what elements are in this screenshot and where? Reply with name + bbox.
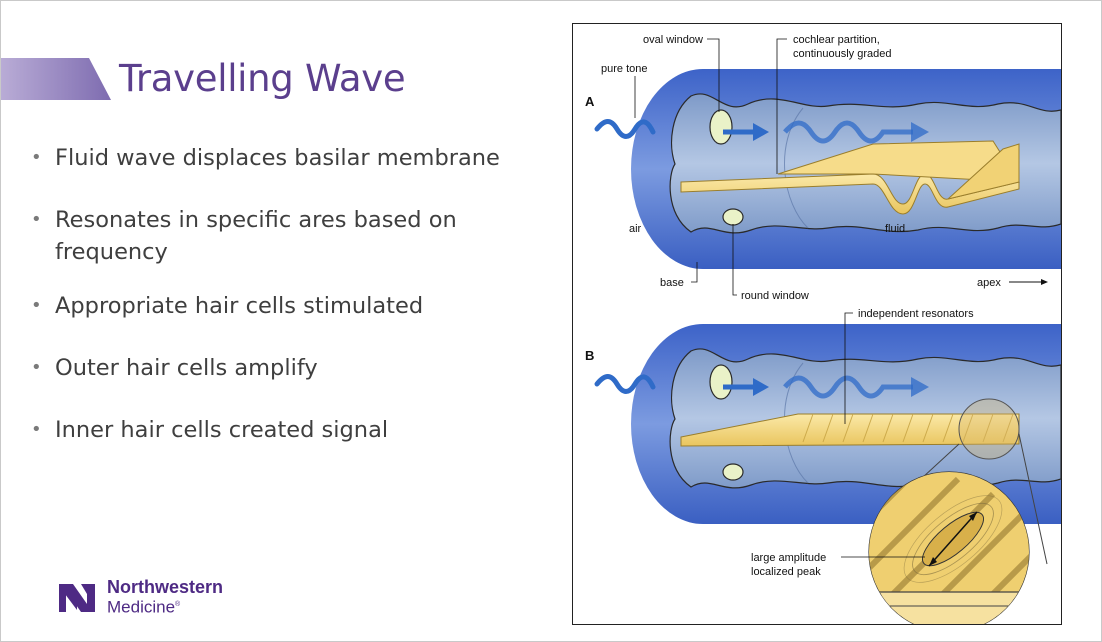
pure-tone-wave-b bbox=[594, 374, 656, 394]
resonator-stripes bbox=[802, 413, 1014, 443]
panel-a: A pure tone oval window cochlear partiti… bbox=[585, 34, 1061, 302]
round-window-icon bbox=[722, 463, 744, 481]
zoom-source-circle bbox=[958, 398, 1020, 460]
nm-logo-icon bbox=[59, 584, 95, 613]
label-air: air bbox=[629, 223, 642, 235]
bullet-item: Fluid wave displaces basilar membrane bbox=[31, 142, 541, 174]
panel-b bbox=[594, 324, 1061, 524]
label-cochlear-partition-line1: cochlear partition, bbox=[793, 34, 880, 46]
oval-window-icon bbox=[709, 109, 733, 145]
label-independent-resonators: independent resonators bbox=[858, 308, 974, 320]
title-accent-band bbox=[1, 58, 111, 100]
bullet-list: Fluid wave displaces basilar membrane Re… bbox=[31, 142, 541, 476]
label-pure-tone: pure tone bbox=[601, 63, 647, 75]
label-fluid: fluid bbox=[885, 223, 905, 235]
panel-a-label: A bbox=[585, 94, 595, 109]
label-apex: apex bbox=[977, 277, 1001, 289]
oval-window-icon bbox=[709, 364, 733, 400]
bullet-item: Inner hair cells created signal bbox=[31, 414, 541, 446]
round-window-icon bbox=[722, 208, 744, 226]
pure-tone-wave-a bbox=[594, 119, 656, 139]
label-localized-peak: localized peak bbox=[751, 566, 821, 578]
bullet-item: Outer hair cells amplify bbox=[31, 352, 541, 384]
zoom-inset bbox=[868, 471, 1030, 624]
label-cochlear-partition-line2: continuously graded bbox=[793, 48, 891, 60]
amplitude-arrow-icon bbox=[928, 511, 978, 567]
label-round-window: round window bbox=[741, 290, 809, 302]
panel-b-label: B bbox=[585, 348, 594, 363]
logo-subname: Medicine® bbox=[107, 597, 181, 617]
label-oval-window: oval window bbox=[643, 34, 703, 46]
slide-title: Travelling Wave bbox=[119, 57, 406, 100]
label-base: base bbox=[660, 277, 684, 289]
cochlea-diagram: A pure tone oval window cochlear partiti… bbox=[585, 34, 1061, 624]
basilar-membrane-a bbox=[680, 173, 1020, 215]
cochlea-figure: A pure tone oval window cochlear partiti… bbox=[572, 23, 1062, 625]
northwestern-medicine-logo: Northwestern Medicine® bbox=[59, 578, 223, 617]
bullet-item: Resonates in specific ares based on freq… bbox=[31, 204, 541, 268]
bullet-item: Appropriate hair cells stimulated bbox=[31, 290, 541, 322]
label-large-amplitude: large amplitude bbox=[751, 552, 826, 564]
logo-name: Northwestern bbox=[107, 577, 224, 597]
